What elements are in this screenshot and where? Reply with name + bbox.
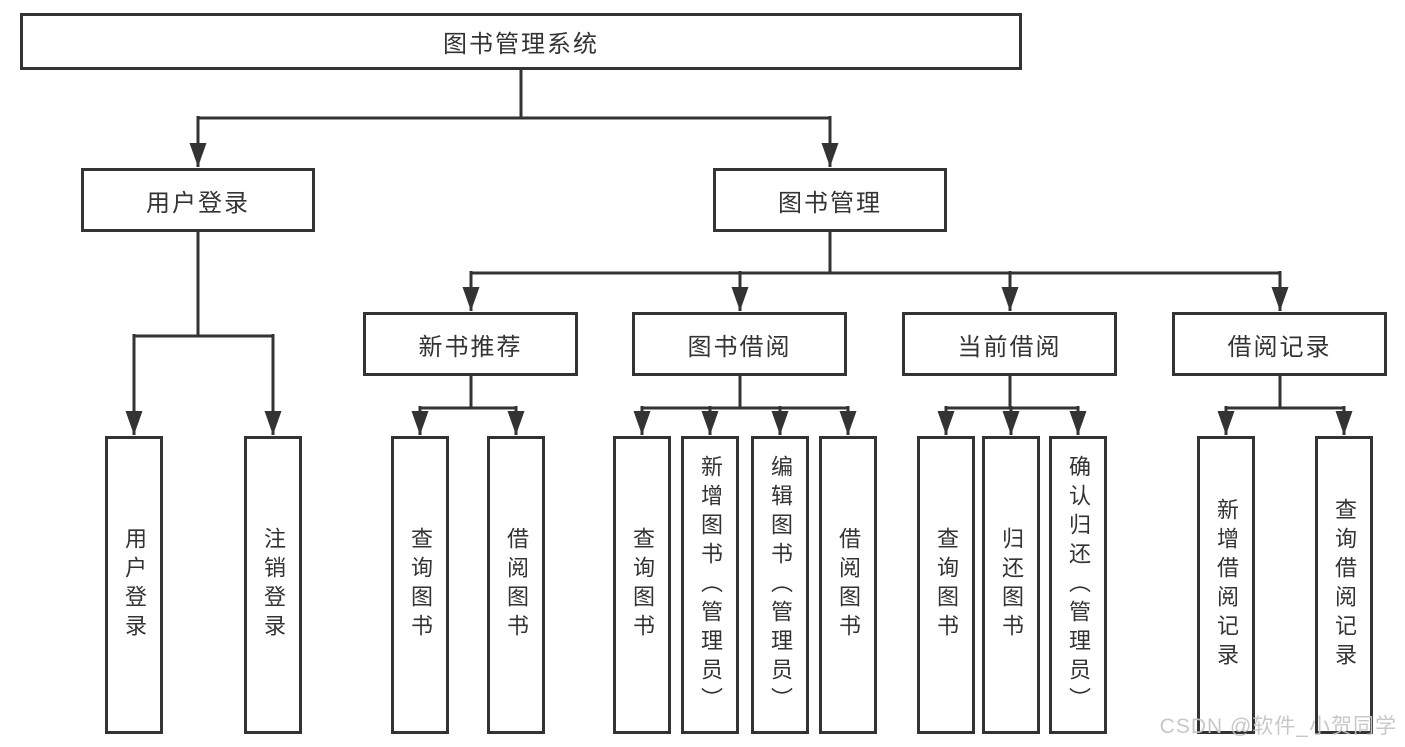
node-root: 图书管理系统	[20, 13, 1022, 70]
leaf-edit-books-admin: 编辑图书（管理员）	[751, 436, 809, 734]
node-borrow-records: 借阅记录	[1172, 312, 1387, 376]
node-book-management: 图书管理	[713, 168, 947, 232]
node-user-login-label: 用户登录	[146, 189, 250, 217]
node-user-login: 用户登录	[81, 168, 315, 232]
leaf-query-books-1: 查询图书	[391, 436, 449, 734]
leaf-query-borrow-record-label: 查询借阅记录	[1332, 498, 1357, 672]
leaf-add-borrow-record-label: 新增借阅记录	[1214, 498, 1239, 672]
node-book-management-label: 图书管理	[778, 189, 882, 217]
node-new-book-recommend-label: 新书推荐	[418, 333, 523, 361]
leaf-query-books-3: 查询图书	[917, 436, 975, 734]
node-current-borrow: 当前借阅	[902, 312, 1117, 376]
leaf-add-books-admin-label: 新增图书（管理员）	[698, 454, 723, 716]
leaf-borrow-books-2-label: 借阅图书	[836, 527, 861, 643]
leaf-logout-label: 注销登录	[261, 527, 286, 643]
leaf-query-books-3-label: 查询图书	[934, 527, 959, 643]
leaf-return-books-label: 归还图书	[999, 527, 1024, 643]
node-book-borrow: 图书借阅	[632, 312, 847, 376]
leaf-borrow-books-2: 借阅图书	[819, 436, 877, 734]
leaf-borrow-books-1-label: 借阅图书	[504, 527, 529, 643]
node-current-borrow-label: 当前借阅	[957, 333, 1062, 361]
leaf-query-borrow-record: 查询借阅记录	[1315, 436, 1373, 734]
leaf-borrow-books-1: 借阅图书	[487, 436, 545, 734]
leaf-user-login: 用户登录	[105, 436, 163, 734]
node-new-book-recommend: 新书推荐	[363, 312, 578, 376]
watermark: CSDN @软件_小贺同学	[1159, 715, 1397, 738]
leaf-user-login-label: 用户登录	[122, 527, 147, 643]
leaf-logout: 注销登录	[244, 436, 302, 734]
leaf-query-books-2-label: 查询图书	[630, 527, 655, 643]
leaf-query-books-1-label: 查询图书	[408, 527, 433, 643]
leaf-query-books-2: 查询图书	[613, 436, 671, 734]
node-root-label: 图书管理系统	[443, 31, 599, 58]
node-book-borrow-label: 图书借阅	[687, 333, 792, 361]
node-borrow-records-label: 借阅记录	[1227, 333, 1332, 361]
leaf-confirm-return-admin-label: 确认归还（管理员）	[1066, 454, 1091, 716]
leaf-edit-books-admin-label: 编辑图书（管理员）	[768, 454, 793, 716]
leaf-add-books-admin: 新增图书（管理员）	[681, 436, 739, 734]
leaf-confirm-return-admin: 确认归还（管理员）	[1049, 436, 1107, 734]
leaf-add-borrow-record: 新增借阅记录	[1197, 436, 1255, 734]
leaf-return-books: 归还图书	[982, 436, 1040, 734]
